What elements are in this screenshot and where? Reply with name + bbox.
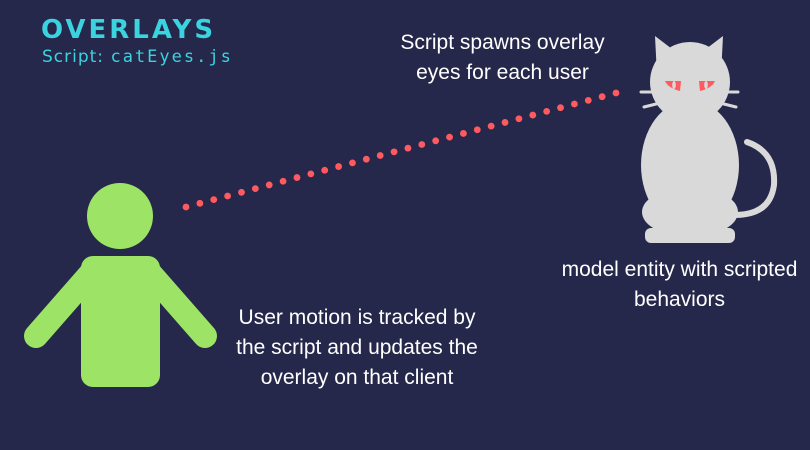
connection-dot xyxy=(501,119,509,126)
connection-dot xyxy=(238,188,245,196)
script-name: catEyes.js xyxy=(110,47,233,67)
connection-dot xyxy=(570,100,578,108)
connection-dot xyxy=(515,115,523,123)
user-icon xyxy=(24,183,217,387)
connection-dot xyxy=(460,130,467,137)
connection-dot xyxy=(251,185,259,193)
connection-dot xyxy=(557,104,564,112)
connection-dot xyxy=(376,152,384,159)
connection-dot xyxy=(182,203,190,211)
connection-dot xyxy=(335,163,342,170)
script-label: Script: catEyes.js xyxy=(42,47,233,67)
connection-dot xyxy=(390,148,398,156)
diagram-title: OVERLAYS xyxy=(41,15,217,45)
connection-dot xyxy=(307,170,315,178)
script-prefix: Script: xyxy=(42,47,105,67)
connection-dot xyxy=(584,96,592,104)
connection-dot xyxy=(543,107,551,115)
connection-dot xyxy=(473,126,481,134)
connection-dot xyxy=(210,196,218,204)
connection-dot xyxy=(487,122,495,130)
connection-dot xyxy=(418,141,426,148)
connection-dot xyxy=(362,155,370,163)
connection-dot xyxy=(446,133,453,141)
caption-spawn: Script spawns overlay eyes for each user xyxy=(400,31,605,84)
connection-dot xyxy=(321,166,329,174)
connection-dot xyxy=(196,199,204,207)
connection-dot xyxy=(612,89,620,97)
cat-icon xyxy=(639,36,778,243)
connection-dot xyxy=(598,93,606,101)
connection-dot xyxy=(279,177,287,185)
connection-dot xyxy=(293,174,301,181)
dotted-connection-line xyxy=(182,89,620,211)
caption-user: User motion is tracked by the script and… xyxy=(236,306,478,389)
connection-dot xyxy=(349,159,356,167)
connection-dot xyxy=(404,144,412,152)
connection-dot xyxy=(224,192,232,200)
connection-dot xyxy=(432,137,440,145)
connection-dot xyxy=(529,111,537,119)
cat-eyes xyxy=(665,81,715,91)
connection-dot xyxy=(265,181,273,189)
caption-entity: model entity with scripted behaviors xyxy=(561,258,798,311)
